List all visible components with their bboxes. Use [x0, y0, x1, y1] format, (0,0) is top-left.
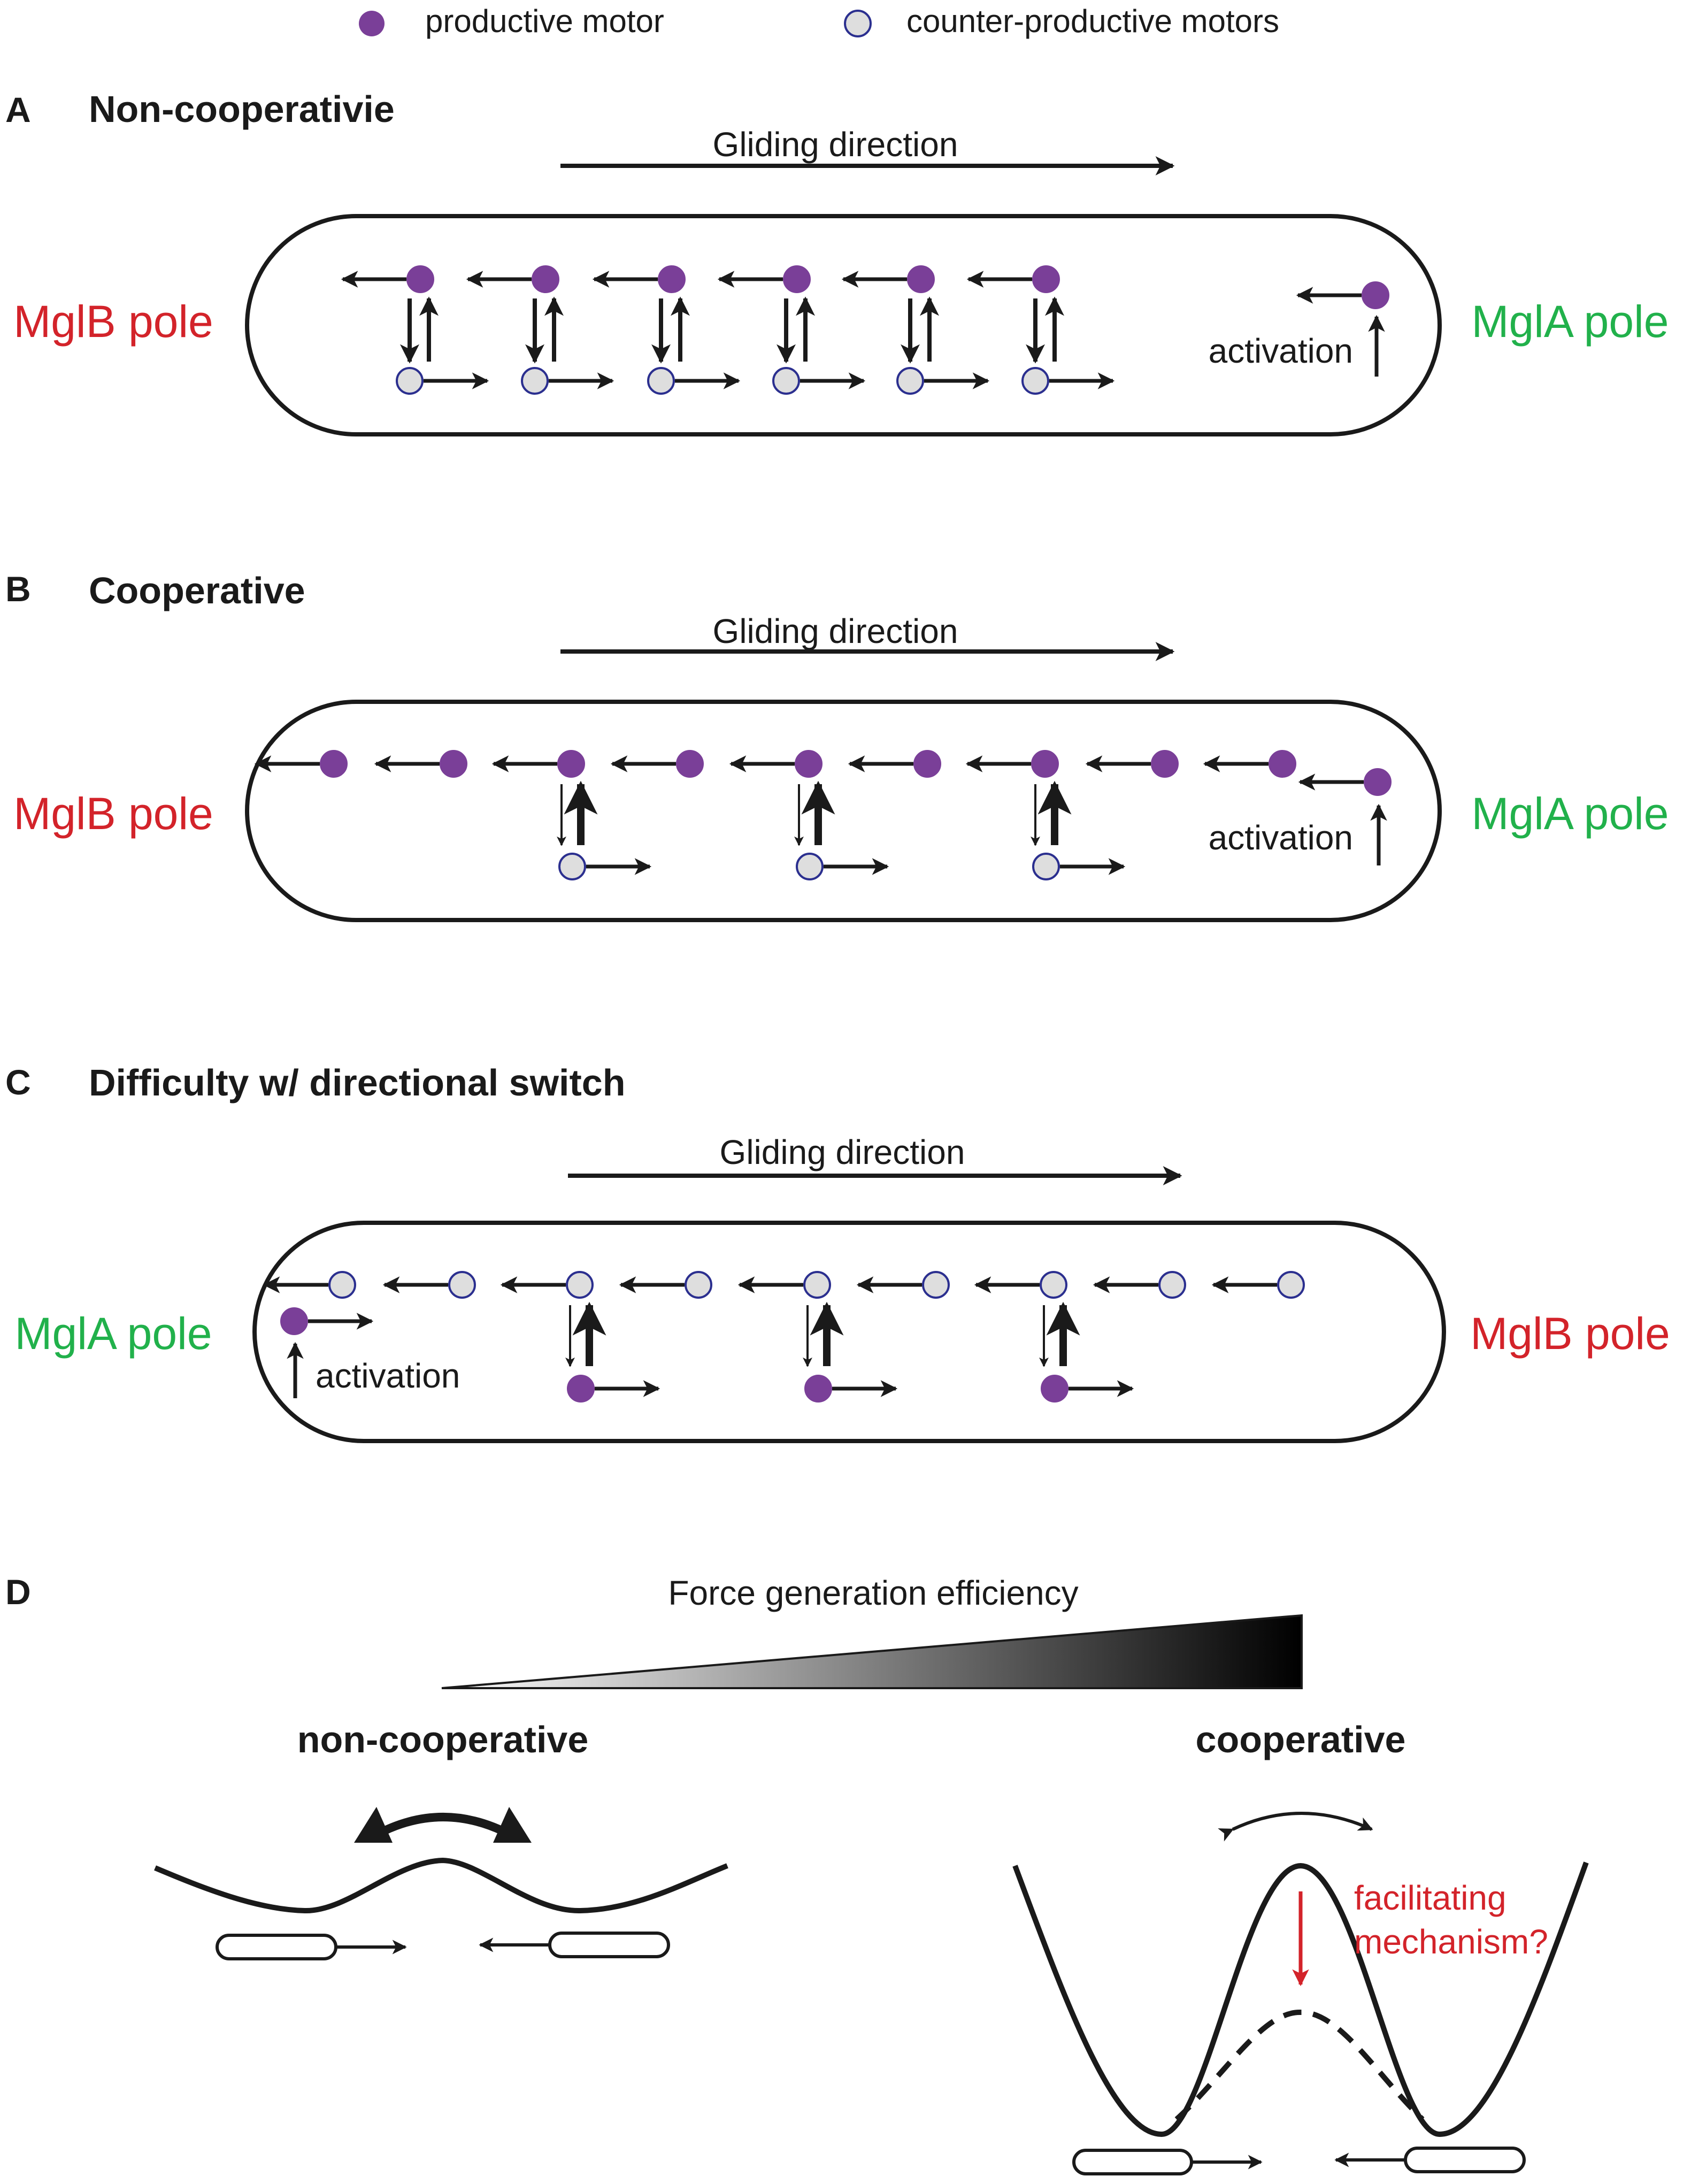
counter-motor-dot	[328, 1271, 356, 1299]
counter-motor-dot	[1021, 367, 1049, 395]
counter-motor-dot	[448, 1271, 476, 1299]
panel-a-title: Non-cooperativie	[89, 88, 395, 130]
panel-a-letter: A	[5, 90, 31, 129]
activation-label: activation	[1209, 818, 1353, 857]
facilitating-label-line2: mechanism?	[1354, 1922, 1548, 1961]
productive-motor-dot	[913, 750, 941, 778]
panel-b-letter: B	[5, 569, 31, 609]
arrowhead-right	[493, 1807, 532, 1843]
gliding-direction-label: Gliding direction	[713, 125, 958, 164]
productive-motor-dot	[280, 1307, 308, 1335]
double-headed-arrow-thick	[372, 1813, 514, 1840]
productive-motor-dot	[1362, 281, 1389, 309]
panel-b-title: Cooperative	[89, 570, 305, 611]
left-pole-label: MglB pole	[13, 296, 213, 347]
deep-energy-curve	[1012, 1861, 1589, 2137]
productive-motor-dot	[658, 265, 686, 293]
productive-motor-dot	[1151, 750, 1179, 778]
legend-productive-dot	[359, 11, 385, 36]
productive-motor-dot	[795, 750, 823, 778]
left-pole-label: MglA pole	[15, 1308, 212, 1359]
productive-motor-dot	[440, 750, 467, 778]
right-pole-label: MglA pole	[1472, 788, 1669, 839]
productive-motor-dot	[557, 750, 585, 778]
double-headed-arrow-thin	[1218, 1812, 1373, 1842]
legend-counter-label: counter-productive motors	[906, 3, 1279, 39]
cell-icon-right	[548, 1932, 670, 1958]
counter-motor-dot	[796, 853, 824, 880]
activation-label: activation	[1209, 332, 1353, 370]
shallow-energy-curve	[154, 1857, 728, 1914]
counter-motor-dot	[647, 367, 675, 395]
lowered-barrier-curve	[1174, 2009, 1425, 2121]
motor-group	[263, 1271, 1305, 1403]
counter-motor-dot	[396, 367, 424, 395]
efficiency-gradient-wedge	[441, 1614, 1303, 1689]
panel-d-letter: D	[5, 1572, 31, 1612]
productive-motor-dot	[1032, 265, 1060, 293]
panel-b: B Cooperative Gliding direction MglB pol…	[5, 569, 1669, 922]
cell-icon-left	[216, 1934, 337, 1960]
productive-motor-dot	[676, 750, 704, 778]
counter-motor-dot	[1040, 1271, 1067, 1299]
panel-c: C Difficulty w/ directional switch Glidi…	[5, 1062, 1670, 1443]
productive-motor-dot	[532, 265, 559, 293]
productive-motor-dot	[1041, 1375, 1069, 1403]
panel-c-letter: C	[5, 1062, 31, 1102]
productive-motor-dot	[783, 265, 811, 293]
counter-motor-dot	[803, 1271, 831, 1299]
cell-icons	[1072, 2147, 1526, 2175]
counter-motor-dot	[558, 853, 586, 880]
gliding-direction-label: Gliding direction	[713, 612, 958, 650]
facilitating-label-line1: facilitating	[1354, 1879, 1506, 1917]
productive-motor-dot	[320, 750, 348, 778]
productive-motor-dot	[406, 265, 434, 293]
legend-counter-dot	[844, 10, 872, 37]
counter-motor-dot	[521, 367, 549, 395]
left-pole-label: MglB pole	[13, 788, 213, 839]
counter-motor-dot	[566, 1271, 594, 1299]
panel-c-title: Difficulty w/ directional switch	[89, 1062, 625, 1104]
cell-body	[252, 1221, 1446, 1443]
productive-motor-dot	[567, 1375, 595, 1403]
legend-productive-label: productive motor	[425, 3, 664, 39]
counter-motor-dot	[1032, 853, 1060, 880]
productive-motor-dot	[907, 265, 935, 293]
legend: productive motor counter-productive moto…	[359, 3, 1279, 39]
cell-icon-right	[1404, 2147, 1526, 2173]
counter-motor-dot	[772, 367, 800, 395]
cell-body	[245, 214, 1442, 436]
productive-motor-dot	[1364, 768, 1392, 796]
cooperative-label: cooperative	[1196, 1719, 1406, 1760]
counter-motor-dot	[1158, 1271, 1186, 1299]
non-cooperative-label: non-cooperative	[297, 1719, 589, 1760]
motor-group	[341, 265, 1389, 395]
motor-group	[254, 750, 1392, 880]
right-pole-label: MglA pole	[1472, 296, 1669, 347]
productive-motor-dot	[1031, 750, 1059, 778]
gliding-direction-label: Gliding direction	[720, 1133, 965, 1171]
right-pole-label: MglB pole	[1470, 1308, 1670, 1359]
counter-motor-dot	[896, 367, 924, 395]
cell-icon-left	[1072, 2149, 1193, 2175]
cell-icons	[216, 1932, 670, 1960]
productive-motor-dot	[804, 1375, 832, 1403]
gradient-label: Force generation efficiency	[668, 1574, 1078, 1612]
cell-body	[245, 700, 1442, 922]
panel-a: A Non-cooperativie Gliding direction Mgl…	[5, 88, 1669, 436]
counter-motor-dot	[685, 1271, 712, 1299]
counter-motor-dot	[922, 1271, 950, 1299]
productive-motor-dot	[1269, 750, 1296, 778]
arrowhead-left	[354, 1807, 393, 1843]
panel-d: D Force generation efficiency non-cooper…	[5, 1572, 1589, 2175]
counter-motor-dot	[1277, 1271, 1305, 1299]
activation-label: activation	[316, 1357, 460, 1395]
